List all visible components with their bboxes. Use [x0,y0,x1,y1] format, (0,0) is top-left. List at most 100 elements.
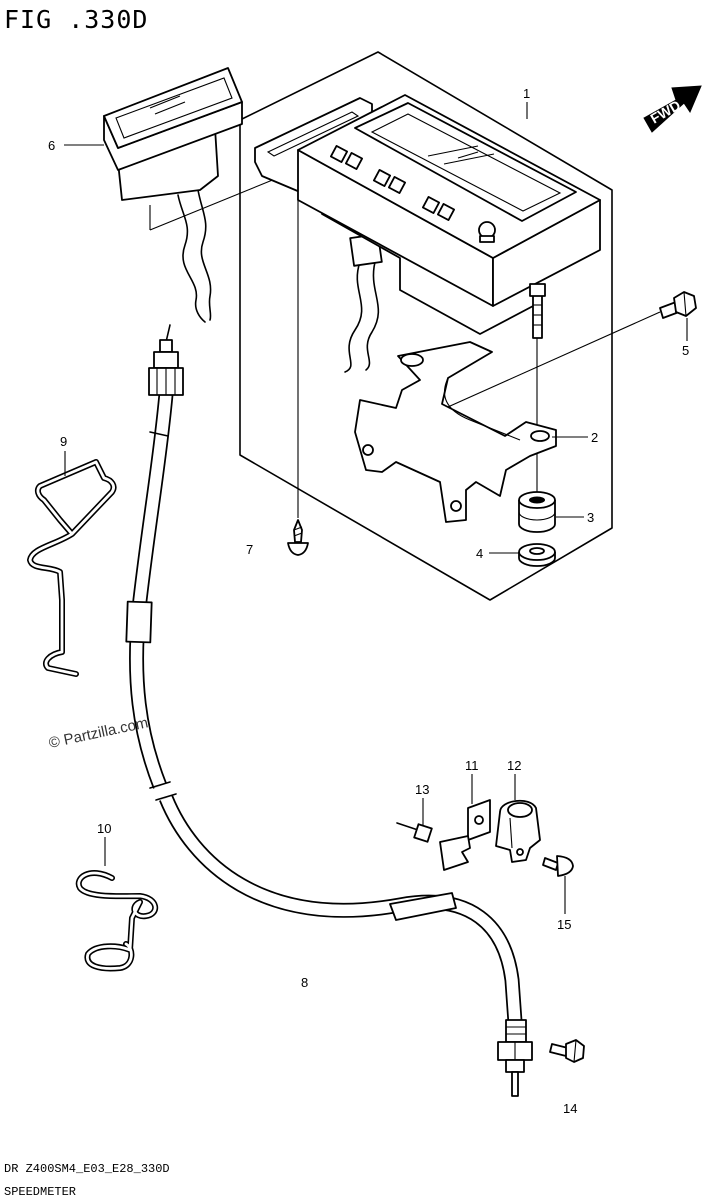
callout-11: 11 [465,758,479,773]
rear-plate-slot [266,111,360,157]
cable-break-b [155,793,177,801]
reset-knob-cap [479,235,495,243]
button-3a [421,195,441,215]
assembly-outline [239,51,613,601]
callout-7: 7 [246,542,253,557]
display-window-outer [354,102,577,222]
cable-bolt-head-edge [573,1039,577,1063]
watermark: © Partzilla.com [47,714,149,752]
cable-bottom-collar [505,1059,525,1073]
locating-pin [396,822,433,843]
bracket-hole-bottom [450,500,462,512]
button-1a [329,144,349,164]
speedometer-cable [125,324,533,1097]
cable-guide-clip-upper [27,459,117,677]
cable-top-ferrule [153,351,179,369]
button-2a [372,168,392,188]
clamp-seam [509,817,513,849]
bracket-bolt [659,291,697,319]
fwd-arrow-shape [643,85,702,133]
display-glare-b [443,153,495,165]
callout-8: 8 [301,975,308,990]
speedometer-wire-b [365,261,380,371]
speedometer-assembly [254,94,601,373]
callout-14: 14 [563,1101,577,1116]
clip-lower-wire-outline [75,870,158,972]
clamp-screw-hole [516,848,524,856]
clamp-screw-head [556,855,574,877]
bracket-hole-top [400,353,424,367]
button-2b [387,175,407,195]
clamp-screw [542,855,574,877]
bolt-head-edge [683,291,687,317]
guide-lines [149,160,661,518]
connector-mark-b [154,101,186,115]
clamp-plate [439,799,491,871]
mounting-stud-nut [529,283,546,297]
bracket-hole-right [530,430,550,442]
display-glare-a [427,145,479,157]
callout-9: 9 [60,434,67,449]
cable-break-a [149,781,171,789]
callout-6: 6 [48,138,55,153]
tapping-screw [287,519,309,556]
cable-sleeve-lower [389,892,457,921]
connector-cover [103,67,243,323]
screw-thread-b [293,532,303,537]
figure-name: SPEEDMETER [4,1185,76,1199]
connector-top-face [103,67,243,149]
callout-4: 4 [476,546,483,561]
clip-lower-wire-fill [77,871,157,970]
button-1b [344,151,364,171]
cable-sleeve-upper [125,600,153,644]
figure-title: FIG .330D [4,5,148,34]
cable-guide-clip-lower [75,870,158,972]
pin-body [413,823,433,843]
washer [518,543,556,567]
grommet [518,491,556,533]
cable-lower-fill [160,795,521,1023]
cable-bottom-pin [511,1071,519,1097]
callout-13: 13 [415,782,429,797]
cable-upper-fill [130,393,172,789]
callout-5: 5 [682,343,689,358]
display-glare-c [457,151,479,159]
callout-12: 12 [507,758,521,773]
connector-wire-a [177,194,206,323]
screw-thread-a [293,526,303,531]
callout-1: 1 [523,86,530,101]
clamp-body [495,799,541,863]
callout-10: 10 [97,821,111,836]
cable-bottom-sleeve [505,1019,527,1043]
screw-head [287,542,309,556]
cable-top-nipple [159,339,173,353]
clamp-bore [507,802,533,818]
grommet-groove [518,511,556,521]
figure-code: DR Z400SM4_E03_E28_330D [4,1162,170,1176]
washer-hole [529,547,545,555]
cable-clamp [495,799,541,863]
display-window-inner [370,113,562,212]
clamp-screw-shaft [542,857,559,871]
callout-3: 3 [587,510,594,525]
cable-bolt [549,1039,585,1063]
callout-2: 2 [591,430,598,445]
clamp-plate-tab [439,835,471,871]
screw-shaft [293,519,303,543]
callout-15: 15 [557,917,571,932]
cable-joint-upper [149,431,169,437]
bracket-bend-line [443,377,521,441]
fwd-arrow-badge: FWD [643,85,702,133]
speedometer-bracket [354,341,557,523]
grommet-hole [529,496,545,504]
clip-upper-wire-fill [28,460,115,676]
leader-lines [64,102,688,914]
speedometer-wire-a [344,261,363,373]
pin-stem [396,822,419,831]
callout-labels: 1 2 3 4 5 6 7 8 9 10 11 12 13 14 15 [48,86,689,1116]
connector-wire-b [197,189,212,321]
mounting-stud [532,289,543,339]
connector-mark-a [149,95,181,109]
clamp-plate-hole [474,815,484,825]
